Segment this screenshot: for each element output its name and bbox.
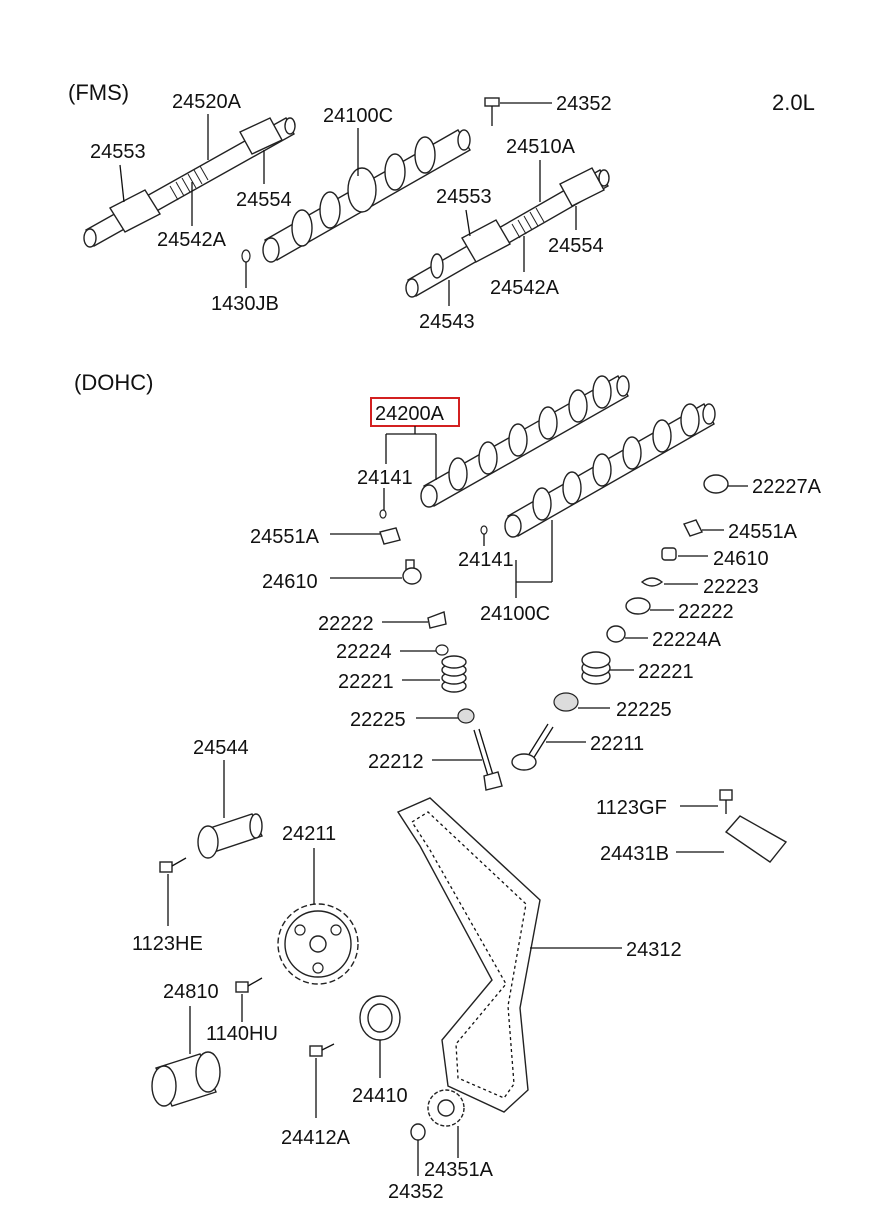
- bolt-1123GF-drawing: [719, 789, 733, 814]
- label-1140HU: 1140HU: [206, 1023, 278, 1045]
- label-24551A-right: 24551A: [728, 521, 798, 543]
- camshaft-24200A-drawing: [420, 375, 630, 508]
- label-24211: 24211: [282, 823, 336, 845]
- label-22221-left: 22221: [338, 671, 394, 693]
- pin-24141-a-drawing: [379, 509, 387, 519]
- seal-22225-left-drawing: [457, 708, 475, 724]
- label-24100C-top: 24100C: [323, 105, 393, 127]
- label-22223: 22223: [703, 576, 759, 598]
- label-22227A: 22227A: [752, 476, 822, 498]
- spring-22221-left-drawing: [441, 655, 467, 693]
- label-22221-right: 22221: [638, 661, 694, 683]
- label-24141-a: 24141: [357, 467, 413, 489]
- label-24554-top: 24554: [236, 189, 292, 211]
- plug-22227A-drawing: [703, 474, 729, 494]
- label-24543: 24543: [419, 311, 475, 333]
- pin-24141-b-drawing: [480, 525, 488, 535]
- label-22224: 22224: [336, 641, 392, 663]
- label-1123GF: 1123GF: [596, 797, 667, 819]
- seat-22224A-drawing: [606, 625, 626, 643]
- label-22211: 22211: [590, 733, 644, 755]
- label-22224A: 22224A: [652, 629, 722, 651]
- rocker-shaft-24510A-drawing: [405, 167, 610, 298]
- label-22225-right: 22225: [616, 699, 672, 721]
- label-24410: 24410: [352, 1085, 408, 1107]
- cover-24431B-drawing: [724, 815, 788, 863]
- label-24141-b: 24141: [458, 549, 514, 571]
- engine-label: 2.0L: [772, 90, 815, 115]
- label-24553-mid: 24553: [436, 186, 492, 208]
- label-24542A-mid: 24542A: [490, 277, 560, 299]
- label-22225-left: 22225: [350, 709, 406, 731]
- label-24351A: 24351A: [424, 1159, 494, 1181]
- label-24520A: 24520A: [172, 91, 242, 113]
- adjuster-24610-left-drawing: [402, 559, 422, 585]
- rocker-shaft-24520A-drawing: [83, 117, 296, 248]
- label-1123HE: 1123HE: [132, 933, 203, 955]
- rocker-24551A-right-drawing: [683, 519, 703, 537]
- label-24551A-left: 24551A: [250, 526, 320, 548]
- seat-22224-drawing: [435, 644, 449, 656]
- camshaft-24100C-fms-drawing: [262, 129, 471, 263]
- label-24352-bottom: 24352: [388, 1181, 444, 1203]
- section-fms-label: (FMS): [68, 80, 129, 105]
- label-24554-mid: 24554: [548, 235, 604, 257]
- label-24510A: 24510A: [506, 136, 576, 158]
- label-24431B: 24431B: [600, 843, 669, 865]
- label-24610-right: 24610: [713, 548, 769, 570]
- bolt-1140HU-drawing: [235, 977, 263, 993]
- tensioner-24410-drawing: [359, 995, 401, 1041]
- label-22222-right: 22222: [678, 601, 734, 623]
- spring-22221-right-drawing: [581, 651, 611, 685]
- pin-1430JB-drawing: [241, 249, 251, 263]
- retainer-22222-right-drawing: [625, 597, 651, 615]
- label-1430JB: 1430JB: [211, 293, 279, 315]
- valve-22212-drawing: [473, 728, 503, 791]
- label-24412A: 24412A: [281, 1127, 351, 1149]
- timing-belt-24312-drawing: [396, 797, 541, 1113]
- label-22222-left: 22222: [318, 613, 374, 635]
- rocker-24551A-left-drawing: [379, 527, 401, 545]
- sprocket-24211-drawing: [277, 903, 359, 985]
- label-24100C-dohc: 24100C: [480, 603, 550, 625]
- cotter-22223-drawing: [640, 577, 664, 587]
- label-24200A[interactable]: 24200A: [375, 403, 445, 425]
- label-24544: 24544: [193, 737, 249, 759]
- bolt-24352-top-drawing: [484, 97, 500, 126]
- idler-24544-drawing: [197, 813, 263, 859]
- label-24553-top: 24553: [90, 141, 146, 163]
- label-24810: 24810: [163, 981, 219, 1003]
- bolt-24412A-drawing: [309, 1043, 335, 1057]
- seal-22225-right-drawing: [553, 692, 579, 712]
- sprocket-24351A-drawing: [427, 1089, 465, 1127]
- label-24610-left: 24610: [262, 571, 318, 593]
- label-24312: 24312: [626, 939, 682, 961]
- bolt-24352-bottom-drawing: [410, 1123, 426, 1141]
- section-dohc-label: (DOHC): [74, 370, 153, 395]
- label-24542A-top: 24542A: [157, 229, 227, 251]
- bolt-1123HE-drawing: [159, 857, 187, 873]
- camshaft-24100C-dohc-drawing: [504, 403, 716, 538]
- label-24352-top: 24352: [556, 93, 612, 115]
- pulley-24810-drawing: [151, 1051, 221, 1107]
- adjuster-24610-right-drawing: [661, 547, 677, 561]
- retainer-22222-left-drawing: [427, 611, 447, 629]
- label-22212: 22212: [368, 751, 424, 773]
- valve-22211-drawing: [511, 723, 554, 771]
